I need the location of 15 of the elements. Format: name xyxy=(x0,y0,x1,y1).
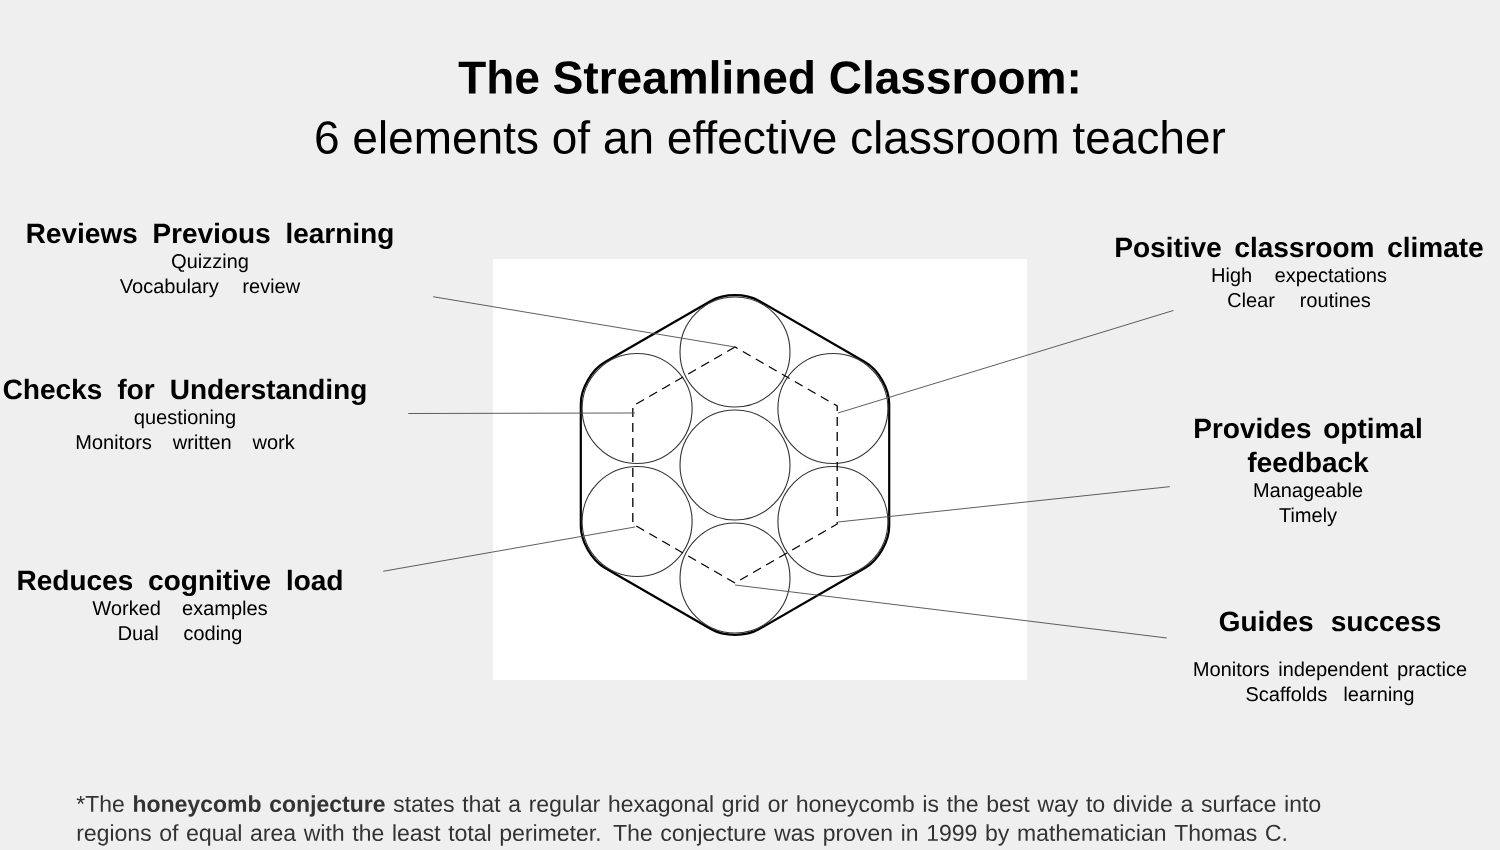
element-label: Reviews Previous learning Quizzing Vocabulary review xyxy=(27,222,393,298)
subtitle: 6 elements of an effective classroom teacher xyxy=(316,120,1226,154)
element-label: Provides optimal feedback Manageable Timely xyxy=(1195,417,1421,527)
element-label: Checks for Understanding questioning Monitors written work xyxy=(3,378,366,450)
element-label: Reduces cognitive load Worked examples Dual coding xyxy=(18,569,342,645)
element-label: Positive classroom climate High expectations Clear routines xyxy=(1116,236,1483,308)
leader-line xyxy=(407,412,636,414)
leader-line xyxy=(382,526,636,572)
leader-line xyxy=(837,486,1171,523)
element-label: Guides success Monitors independent practice Scaffolds learning xyxy=(1194,610,1467,706)
title: The Streamlined Classroom: xyxy=(458,60,1078,94)
leader-line xyxy=(432,296,736,348)
leader-line xyxy=(734,584,1168,639)
footnote: *The honeycomb conjecture states that a regular hexagonal grid or honeycomb is the best way to divide a surface into regions of equal area with the least total perimeter. The conjecture was proven in 1999 by mathematician Thomas C. xyxy=(76,795,1321,846)
leader-line xyxy=(837,310,1174,414)
